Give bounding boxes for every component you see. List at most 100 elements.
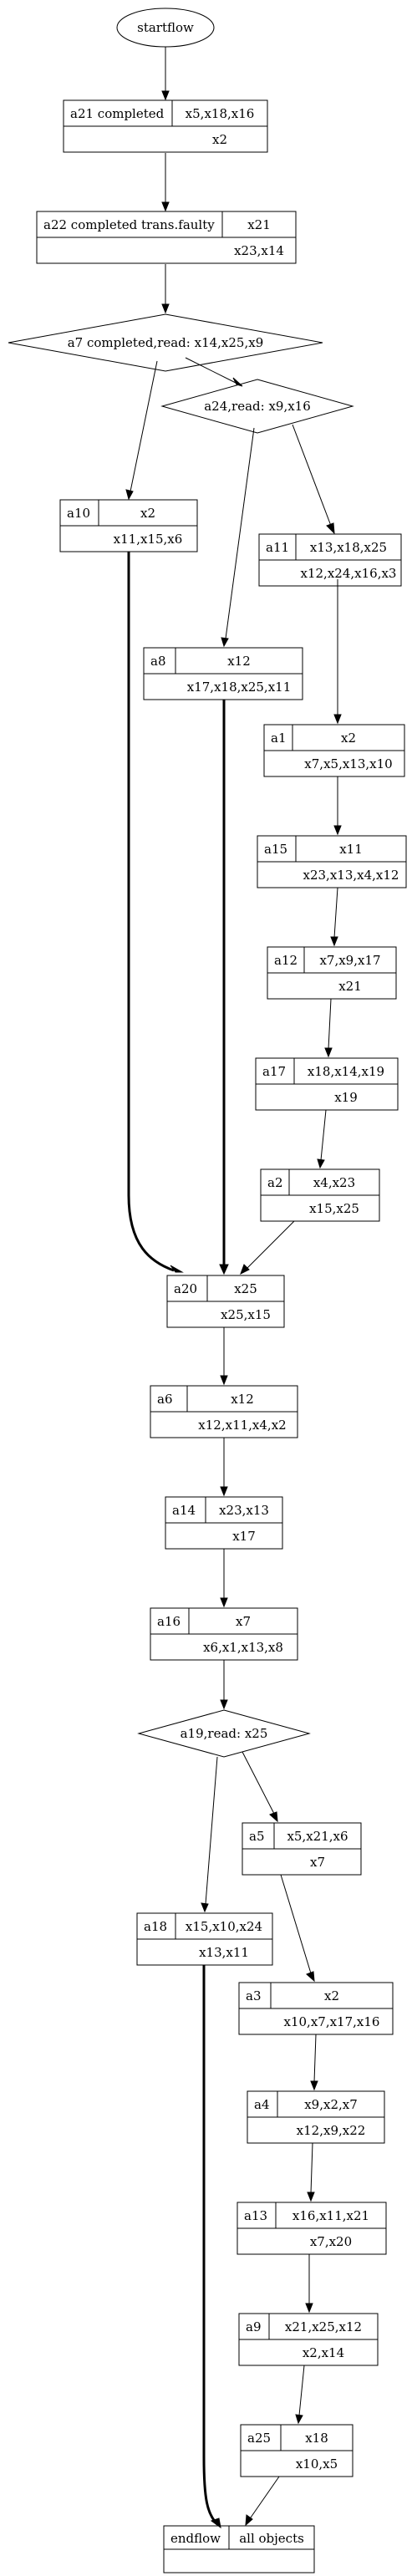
edge-a9-a25 [298, 2365, 305, 2416]
node-a15: a15 x11 x23,x13,x4,x12 [257, 835, 407, 888]
node-a12: a12 x7,x9,x17 x21 [267, 946, 397, 1000]
node-name: a10 [67, 506, 90, 521]
node-bottom: x2,x14 [303, 2345, 344, 2360]
node-top: x4,x23 [313, 1175, 355, 1190]
arrowhead [326, 522, 335, 535]
node-name: a2 [267, 1175, 283, 1190]
node-a25: a25 x18 x10,x5 [240, 2424, 354, 2477]
node-name: a6 [157, 1392, 173, 1407]
node-bottom: x12,x9,x22 [297, 2123, 366, 2138]
node-name: a25 [247, 2431, 271, 2446]
node-name: a14 [172, 1503, 196, 1518]
arrowhead [210, 2517, 221, 2529]
node-bottom: x12,x24,x16,x3 [301, 566, 397, 581]
arrowhead [220, 1375, 228, 1386]
node-a13: a13 x16,x11,x21 x7,x20 [237, 2202, 387, 2255]
decision-label: a19,read: x25 [181, 1726, 268, 1741]
node-top: x5,x18,x16 [186, 106, 255, 121]
arrowhead [240, 1264, 250, 1275]
node-name: a15 [264, 842, 287, 857]
arrowhead [219, 1264, 229, 1275]
node-bottom: x21 [338, 979, 362, 994]
decision-label: a7 completed,read: x14,x25,x9 [68, 335, 264, 350]
edge-a3-a4 [313, 2034, 317, 2083]
node-top: x7,x9,x17 [319, 953, 380, 968]
node-bottom: x23,x14 [234, 243, 284, 258]
arrowhead [220, 1699, 228, 1710]
node-name: a9 [246, 2319, 262, 2334]
arrowhead [170, 1265, 184, 1273]
arrowhead [220, 1486, 228, 1497]
node-name: a16 [157, 1614, 181, 1629]
arrowhead [330, 936, 338, 947]
node-top: x23,x13 [219, 1503, 269, 1518]
arrowhead [333, 825, 342, 836]
node-name: a12 [274, 953, 298, 968]
node-top: x7 [236, 1614, 251, 1629]
edge-d2-a8 [225, 427, 255, 639]
arrowhead [269, 1811, 278, 1823]
node-a1: a1 x2 x7,x5,x13,x10 [263, 724, 405, 777]
node-bottom: x23,x13,x4,x12 [303, 868, 399, 883]
node-a5: a5 x5,x21,x6 x7 [242, 1822, 362, 1876]
edge-a2-a20 [247, 1220, 295, 1269]
node-name: a4 [254, 2097, 270, 2112]
arrowhead [310, 2080, 318, 2091]
start-node: startflow [116, 8, 215, 48]
node-name: a18 [144, 1919, 167, 1934]
arrowhead [307, 2192, 315, 2202]
edge-d1-d2 [185, 357, 237, 384]
edge-layer [125, 47, 342, 2529]
node-bottom: x10,x5 [296, 2456, 338, 2472]
node-a22: a22 completed trans.faulty x21 x23,x14 [36, 211, 297, 264]
arrowhead [295, 2414, 303, 2425]
node-bottom: x6,x1,x13,x8 [203, 1640, 283, 1655]
edge-d3-a18 [205, 1756, 218, 1905]
arrowhead [161, 90, 170, 101]
arrowhead [161, 201, 170, 212]
end-label: endflow [170, 2531, 221, 2546]
node-top: x16,x11,x21 [292, 2208, 369, 2223]
node-bottom: x7,x20 [310, 2234, 352, 2249]
node-a21: a21 completed x5,x18,x16 x2 [63, 99, 268, 153]
node-top: x2 [341, 731, 356, 746]
node-a16: a16 x7 x6,x1,x13,x8 [150, 1607, 298, 1661]
edge-a15-a12 [333, 887, 338, 939]
node-name: a5 [249, 1829, 265, 1844]
node-bottom: x13,x11 [199, 1945, 249, 1960]
node-top: x21 [247, 217, 271, 232]
node-bottom: x19 [334, 1090, 358, 1105]
arrowhead [305, 2303, 313, 2314]
node-a9: a9 x21,x25,x12 x2,x14 [238, 2313, 379, 2366]
node-bottom: x7,x5,x13,x10 [304, 756, 392, 771]
edge-a12-a17 [328, 998, 332, 1050]
node-name: a20 [174, 1281, 197, 1296]
node-top: x2 [140, 506, 155, 521]
arrowhead [221, 637, 229, 648]
node-bottom: x10,x7,x17,x16 [284, 2014, 380, 2029]
node-a3: a3 x2 x10,x7,x17,x16 [238, 1982, 394, 2035]
node-top: x18,x14,x19 [308, 1064, 384, 1079]
node-bottom: x2 [212, 132, 227, 147]
node-name: a1 [271, 731, 287, 746]
node-a2: a2 x4,x23 x15,x25 [260, 1168, 380, 1222]
node-a8: a8 x12 x17,x18,x25,x11 [143, 647, 303, 700]
node-name: a8 [150, 654, 166, 669]
node-bottom: x11,x15,x6 [114, 532, 183, 547]
edge-a25-end [250, 2476, 280, 2518]
node-bottom: x17 [232, 1529, 256, 1544]
node-top: x12 [227, 654, 251, 669]
node-a11: a11 x13,x18,x25 x12,x24,x16,x3 [258, 533, 402, 587]
arrowhead [333, 714, 342, 725]
decision-a7: a7 completed,read: x14,x25,x9 [8, 313, 323, 372]
node-name: a22 completed trans.faulty [43, 217, 215, 232]
node-name: a11 [266, 540, 289, 555]
edge-d3-a5 [242, 1751, 275, 1815]
arrowhead [245, 2514, 253, 2527]
decision-a19: a19,read: x25 [137, 1709, 311, 1758]
node-a17: a17 x18,x14,x19 x19 [255, 1057, 399, 1111]
node-bottom: x15,x25 [309, 1201, 359, 1216]
arrowhead [125, 489, 134, 501]
node-top: x11 [339, 842, 363, 857]
node-top: x13,x18,x25 [310, 540, 387, 555]
